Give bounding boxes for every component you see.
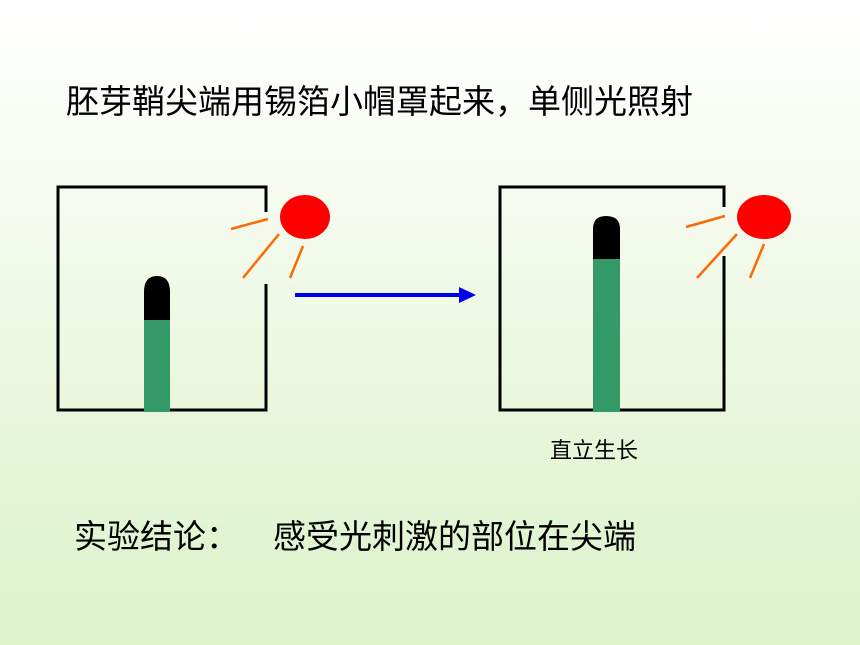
sun-icon	[737, 195, 791, 239]
light-source-before	[230, 195, 330, 279]
conclusion-text: 感受光刺激的部位在尖端	[273, 517, 636, 556]
box-after	[498, 185, 726, 412]
before-setup	[56, 185, 330, 412]
after-setup	[498, 185, 791, 412]
process-arrow	[295, 287, 476, 303]
box-before	[56, 185, 268, 412]
light-ray	[696, 233, 738, 279]
conclusion: 实验结论： 感受光刺激的部位在尖端	[74, 512, 794, 562]
light-ray	[685, 214, 726, 229]
arrow-head	[459, 287, 476, 303]
foil-cap-before	[144, 276, 170, 320]
light-ray	[288, 245, 305, 279]
result-label: 直立生长	[550, 439, 639, 464]
light-ray	[748, 243, 766, 279]
light-source-after	[685, 195, 791, 279]
coleoptile-after	[593, 256, 620, 412]
sun-icon	[280, 195, 330, 239]
conclusion-label: 实验结论：	[74, 517, 239, 556]
coleoptile-before	[144, 318, 170, 412]
light-ray	[242, 233, 280, 279]
foil-cap-after	[593, 216, 620, 259]
light-ray	[230, 217, 269, 231]
slide-title: 胚芽鞘尖端用锡箔小帽罩起来，单侧光照射	[66, 82, 693, 121]
